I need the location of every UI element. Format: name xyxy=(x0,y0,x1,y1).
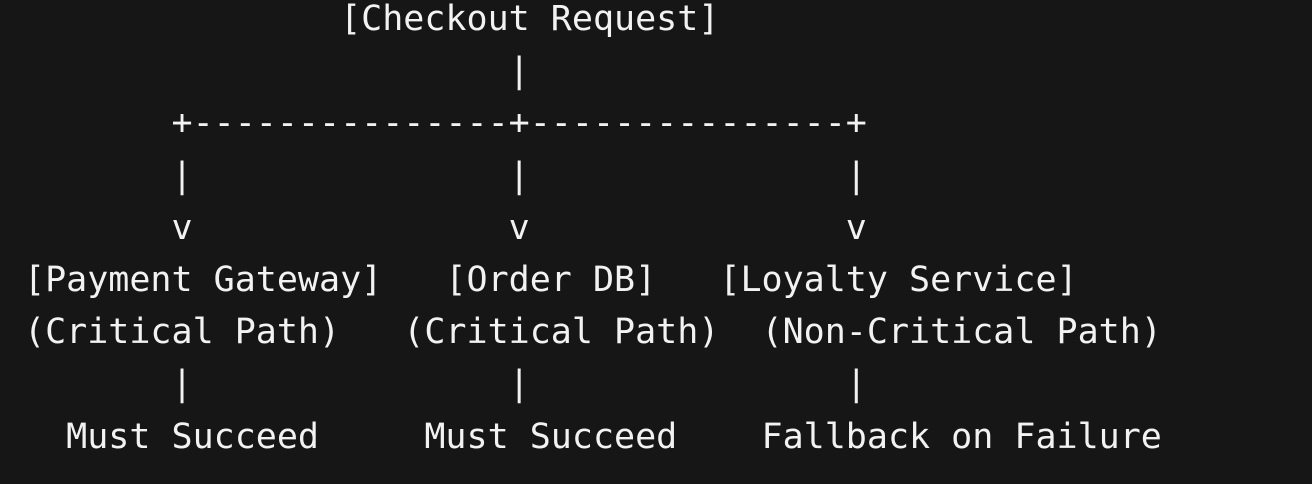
request-connector: | xyxy=(24,51,530,92)
branch-connectors: | | | xyxy=(24,155,867,196)
outcome-labels: Must Succeed Must Succeed Fallback on Fa… xyxy=(24,416,1162,457)
outcome-connectors: | | | xyxy=(24,364,867,405)
service-nodes: [Payment Gateway] [Order DB] [Loyalty Se… xyxy=(24,259,1078,300)
checkout-request-node: [Checkout Request] xyxy=(24,0,720,39)
checkout-dependency-diagram: [Checkout Request] | +---------------+--… xyxy=(24,0,1162,463)
branch-split-line: +---------------+---------------+ xyxy=(24,103,867,144)
branch-arrows: v v v xyxy=(24,207,867,248)
path-criticality-labels: (Critical Path) (Critical Path) (Non-Cri… xyxy=(24,312,1162,353)
